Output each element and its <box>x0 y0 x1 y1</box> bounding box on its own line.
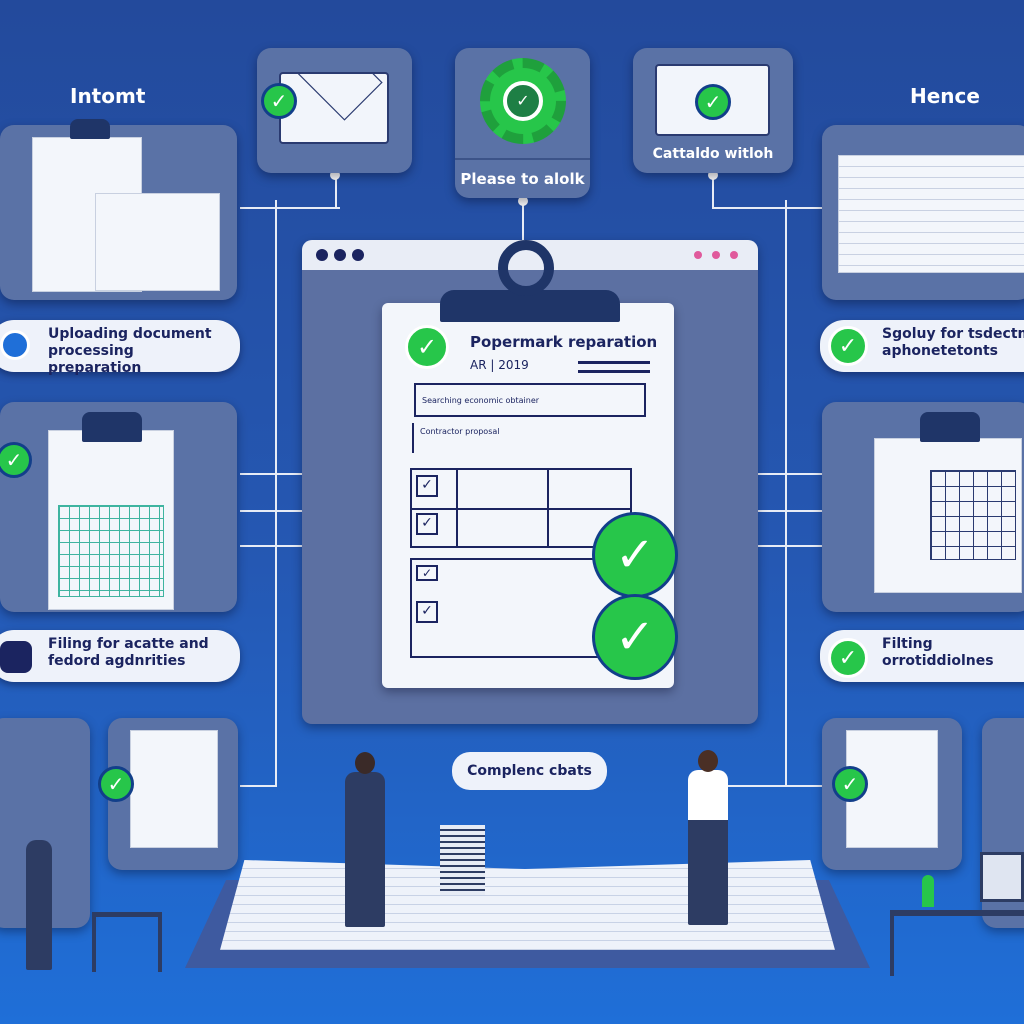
connector <box>712 175 714 209</box>
connector <box>335 175 337 209</box>
person-right <box>688 770 728 925</box>
connector <box>785 200 787 785</box>
monitor-icon <box>980 852 1024 902</box>
window-dot[interactable] <box>352 249 364 261</box>
checkbox-icon[interactable]: ✓ <box>416 475 438 497</box>
person-head <box>698 750 718 772</box>
check-icon: ✓ <box>828 326 868 366</box>
clipboard-icon <box>0 641 32 673</box>
checkbox-icon[interactable]: ✓ <box>416 601 438 623</box>
check-icon: ✓ <box>832 766 868 802</box>
connector <box>522 200 524 245</box>
check-icon-large: ✓ <box>592 512 678 598</box>
calendar-card[interactable] <box>822 402 1024 612</box>
clipboard-clip <box>70 119 110 139</box>
pill-uploading[interactable]: Uploading document processing preparatio… <box>0 320 240 376</box>
window-dot[interactable] <box>316 249 328 261</box>
spreadsheet-card[interactable] <box>0 402 237 612</box>
connector <box>240 510 335 512</box>
checkbox-icon[interactable]: ✓ <box>416 565 438 581</box>
clipboard-ring <box>498 240 554 296</box>
check-icon: ✓ <box>98 766 134 802</box>
document-icon <box>95 193 220 291</box>
table-card[interactable] <box>822 125 1024 300</box>
gear-caption: Please to alolk <box>460 170 585 188</box>
check-icon: ✓ <box>828 638 868 678</box>
paper-stack <box>440 825 485 895</box>
spreadsheet-grid <box>58 505 164 597</box>
window-dot[interactable] <box>694 251 702 259</box>
connector <box>240 473 335 475</box>
clipboard-clip <box>82 412 142 442</box>
calendar-grid <box>930 470 1016 560</box>
upload-icon <box>0 330 30 360</box>
speech-bubble: Complenc cbats <box>452 752 607 790</box>
document-title: Popermark reparation <box>470 333 658 351</box>
person-head <box>355 752 375 774</box>
envelope-card-left[interactable]: ✓ <box>257 48 412 173</box>
connector <box>240 785 277 787</box>
window-dot[interactable] <box>334 249 346 261</box>
connector <box>722 510 822 512</box>
connector <box>722 473 822 475</box>
connector <box>240 207 340 209</box>
documents-card[interactable] <box>0 119 237 300</box>
checklist-table <box>410 468 632 548</box>
check-icon: ✓ <box>695 84 731 120</box>
plant-icon <box>922 875 934 907</box>
document-field[interactable]: Contractor proposal <box>412 423 644 453</box>
checkbox-icon[interactable]: ✓ <box>416 513 438 535</box>
desk-left <box>92 912 162 972</box>
person-left <box>345 772 385 927</box>
check-icon: ✓ <box>261 83 297 119</box>
desk-right <box>890 910 1024 976</box>
connector <box>240 545 335 547</box>
connector <box>722 785 822 787</box>
window-dot[interactable] <box>730 251 738 259</box>
document-icon <box>130 730 218 848</box>
field-text: Contractor proposal <box>420 427 500 436</box>
document-field[interactable]: Searching economic obtainer <box>414 383 646 417</box>
connector <box>275 200 277 785</box>
connector-dot <box>518 196 528 206</box>
gear-card[interactable]: ✓ Please to alolk <box>455 48 590 198</box>
field-text: Searching economic obtainer <box>422 396 540 405</box>
document-subtitle: AR | 2019 <box>470 358 529 372</box>
check-icon-large: ✓ <box>592 594 678 680</box>
connector-dot <box>708 170 718 180</box>
connector-dot <box>330 170 340 180</box>
gear-icon: ✓ <box>480 58 566 144</box>
connector <box>712 207 822 209</box>
open-book-right-page <box>525 860 835 950</box>
speech-bubble-text: Complenc cbats <box>467 763 592 779</box>
person-far-left <box>26 840 52 970</box>
table-document <box>838 155 1024 273</box>
clipboard-clip <box>920 412 980 442</box>
envelope-card-right[interactable]: ✓ Cattaldo witloh <box>633 48 793 173</box>
envelope-caption: Cattaldo witloh <box>652 146 774 162</box>
pill-filing-state[interactable]: Filing for acatte and fedord agdnrities <box>0 630 240 682</box>
envelope-icon <box>279 72 389 144</box>
check-icon: ✓ <box>405 325 449 369</box>
window-dot[interactable] <box>712 251 720 259</box>
connector <box>722 545 822 547</box>
check-icon: ✓ <box>0 442 32 478</box>
top-right-label: Hence <box>910 84 980 108</box>
top-left-label: Intomt <box>70 84 146 108</box>
